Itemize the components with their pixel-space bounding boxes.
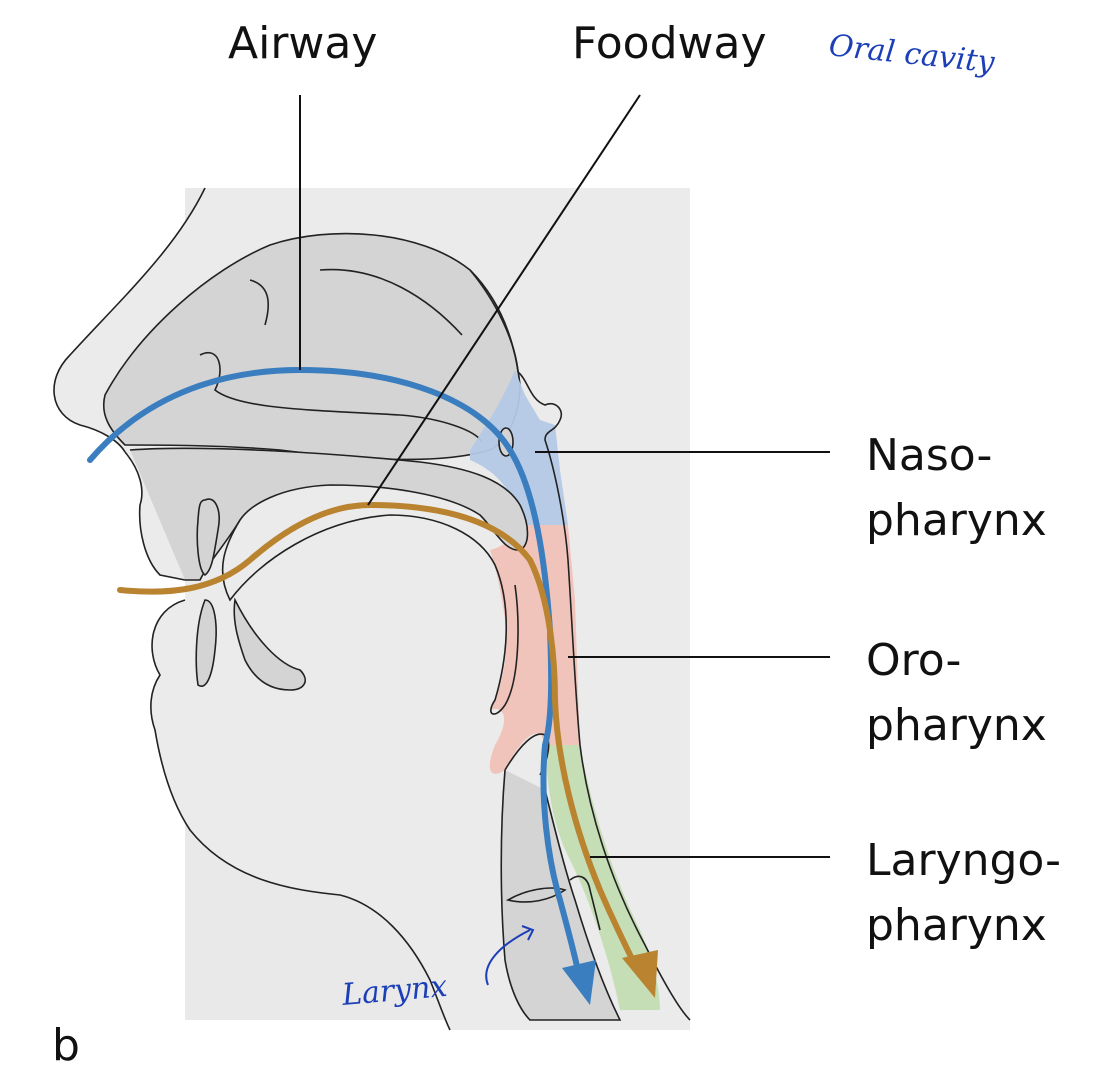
vocal-folds <box>505 875 601 931</box>
oropharynx-label-line1: Oro- <box>866 635 961 686</box>
nasopharynx-region <box>470 370 568 525</box>
foodway-path <box>117 501 643 978</box>
laryngopharynx-label-line1: Laryngo- <box>866 835 1061 886</box>
airway-label: Airway <box>228 18 377 69</box>
face-outline <box>53 187 206 453</box>
foodway-leader <box>367 94 641 506</box>
panel-letter: b <box>52 1020 80 1071</box>
turbinate-middle <box>199 352 483 443</box>
lower-lip <box>150 599 451 1031</box>
posterior-pharyngeal-wall <box>469 269 691 1021</box>
lower-teeth <box>195 597 306 691</box>
nasopharynx-label-line2: pharynx <box>866 495 1047 546</box>
oropharynx-label-line2: pharynx <box>866 700 1047 751</box>
upper-lip <box>124 451 186 581</box>
oral-cavity-annotation: Oral cavity <box>827 28 997 80</box>
upper-teeth <box>196 498 220 576</box>
airway-arrowhead <box>562 960 596 1005</box>
nasopharynx-label-line1: Naso- <box>866 430 992 481</box>
larynx-annotation-arrow <box>485 925 535 986</box>
palate <box>129 447 529 581</box>
airway-path <box>87 366 583 983</box>
laryngopharynx-label-line2: pharynx <box>866 900 1047 951</box>
foodway-arrowhead <box>622 950 658 998</box>
tongue <box>221 514 519 715</box>
foodway-label: Foodway <box>572 18 767 69</box>
turbinate-upper <box>249 268 463 336</box>
